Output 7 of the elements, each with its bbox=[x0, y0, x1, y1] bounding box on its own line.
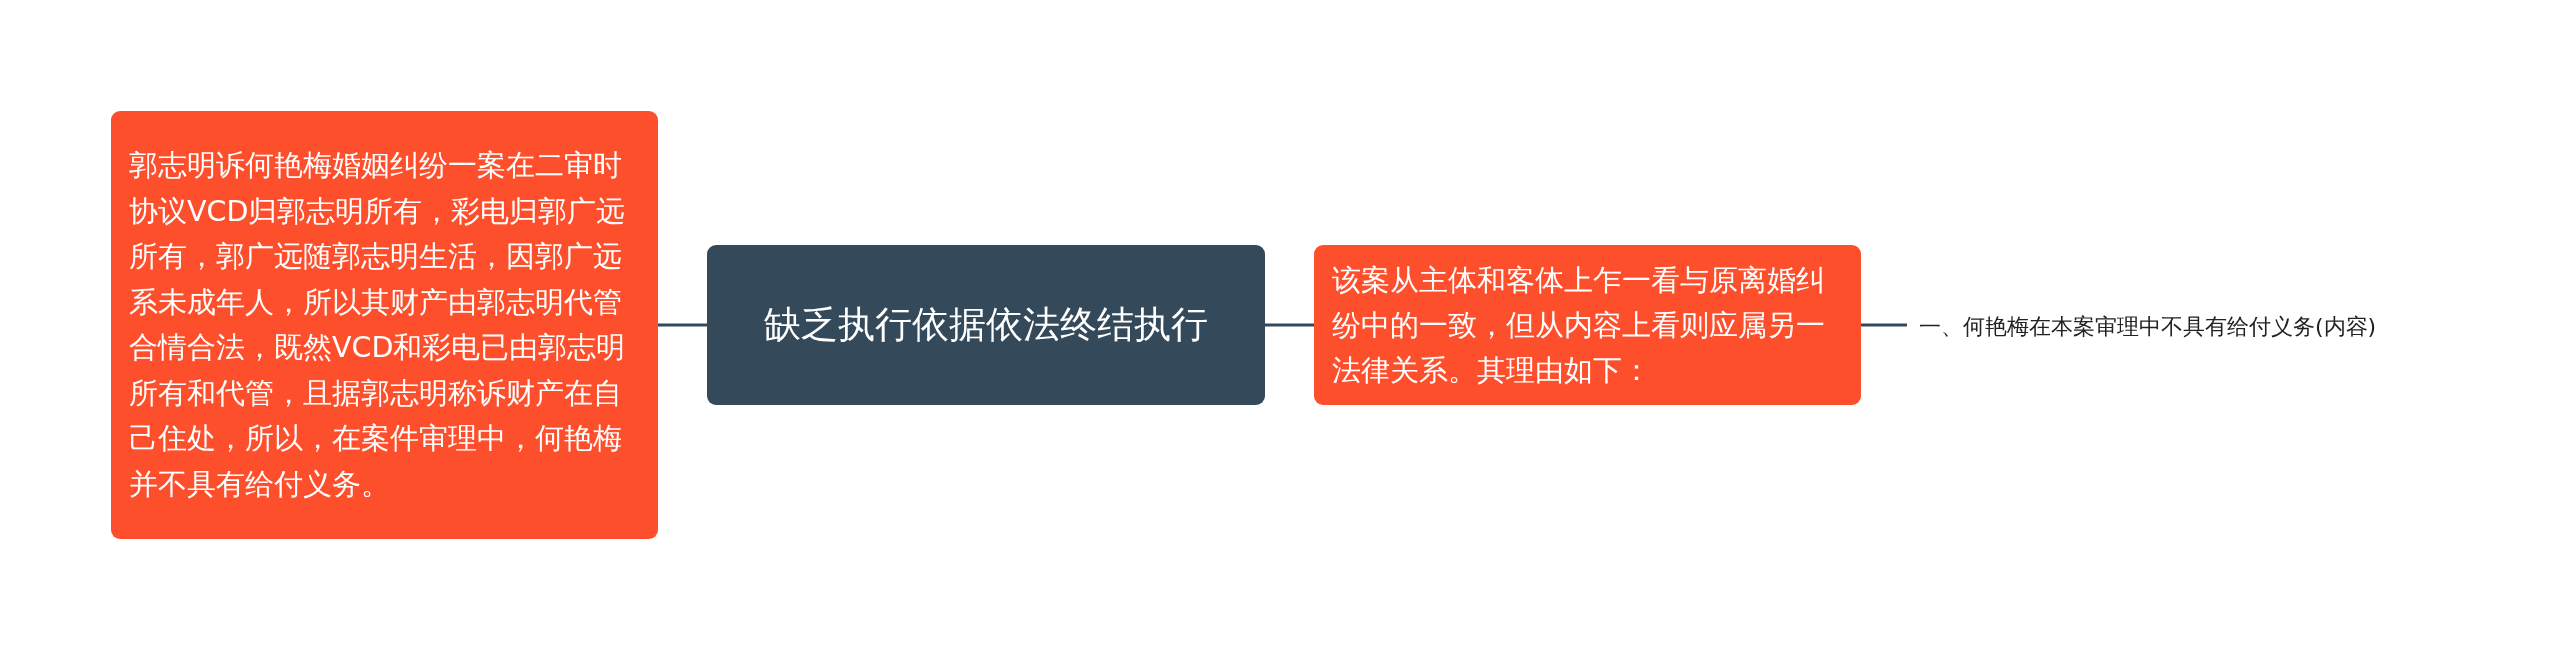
subtopic-box: 该案从主体和客体上乍一看与原离婚纠纷中的一致，但从内容上看则应属另一法律关系。其理由如下： bbox=[1314, 245, 1861, 405]
topic-box: 缺乏执行依据依法终结执行 bbox=[707, 245, 1265, 405]
subtopic-box: 郭志明诉何艳梅婚姻纠纷一案在二审时协议VCD归郭志明所有，彩电归郭广远所有，郭广远随郭志明生活，因郭广远系未成年人，所以其财产由郭志明代管合情合法，既然VCD和彩电已由郭志明所有和代管，且据郭志明称诉财产在自己住处，所以，在案件审理中，何艳梅并不具有给付义务。 bbox=[111, 111, 658, 539]
connector-line bbox=[1861, 323, 1907, 327]
connector-line bbox=[658, 323, 707, 327]
connector-line bbox=[1265, 323, 1314, 327]
topic-text: 一、何艳梅在本案审理中不具有给付义务(内容) bbox=[1915, 292, 2435, 362]
